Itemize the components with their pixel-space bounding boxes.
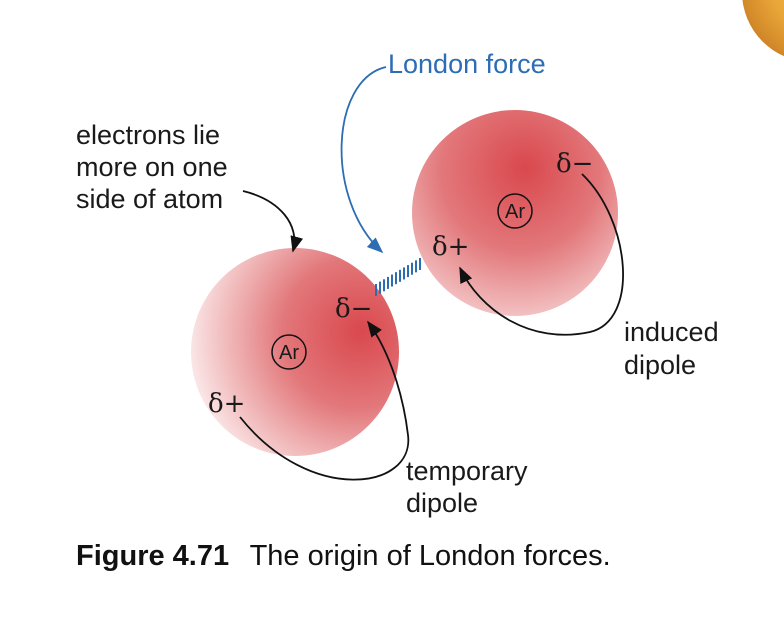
electrons-label: electrons lie more on one side of atom	[76, 120, 235, 214]
induced-dipole-arc	[459, 173, 624, 336]
london-force-label: London force	[388, 49, 546, 79]
electrons-label-line-1: electrons lie	[76, 120, 220, 150]
right-delta-minus: δ−	[556, 149, 593, 179]
left-argon-atom	[191, 248, 399, 456]
left-delta-plus: δ+	[208, 389, 245, 419]
electrons-label-line-3: side of atom	[76, 184, 223, 214]
right-ar-text: Ar	[505, 201, 525, 223]
right-argon-atom	[412, 110, 618, 316]
temporary-label-line-1: temporary	[406, 456, 528, 486]
left-delta-minus: δ−	[335, 294, 372, 324]
induced-dipole-label: induced dipole	[624, 317, 726, 380]
temporary-dipole-arc	[239, 320, 410, 481]
left-ar-text: Ar	[279, 342, 299, 364]
london-force-hatch	[375, 258, 421, 296]
induced-label-line-1: induced	[624, 317, 719, 347]
caption-number: Figure 4.71	[76, 540, 229, 572]
temporary-label-line-2: dipole	[406, 488, 478, 518]
corner-decoration-circle	[742, 0, 784, 57]
figure-caption: Figure 4.71 The origin of London forces.	[76, 540, 611, 572]
caption-text: The origin of London forces.	[250, 540, 611, 572]
right-delta-plus: δ+	[432, 232, 469, 262]
right-ar-label: Ar	[497, 193, 533, 229]
electrons-label-line-2: more on one	[76, 152, 228, 182]
electrons-arrow	[242, 190, 304, 253]
temporary-dipole-label: temporary dipole	[406, 456, 535, 518]
london-force-arrow	[340, 66, 387, 254]
left-ar-label: Ar	[271, 334, 307, 370]
induced-label-line-2: dipole	[624, 350, 696, 380]
